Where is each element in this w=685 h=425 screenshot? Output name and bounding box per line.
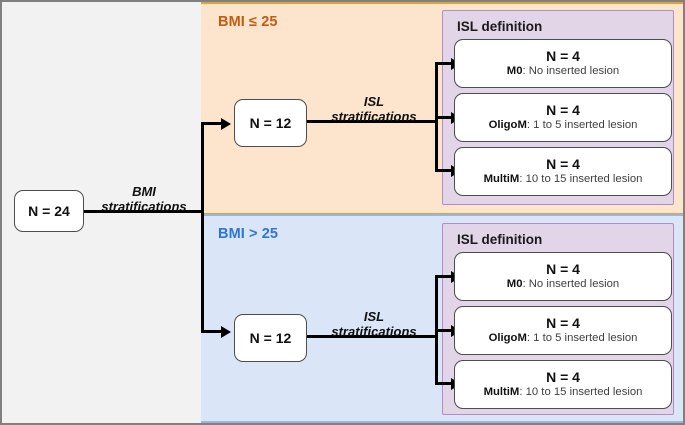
edge-isl-low-stem xyxy=(307,120,437,123)
edge-root-arm-high xyxy=(201,330,223,333)
node-bmi-low-count: N = 12 xyxy=(234,99,307,147)
edge-label-bmi-line1: BMI xyxy=(132,184,156,199)
leaf-category-label: M0 xyxy=(506,65,523,78)
leaf-category-label: OligoM xyxy=(488,119,527,132)
leaf-description: M0: No inserted lesion xyxy=(507,278,619,292)
edge-label-isl-low-line2: stratifications xyxy=(331,108,417,124)
leaf-count: N = 4 xyxy=(546,261,580,278)
leaf-node-bmi-low-multim: N = 4 MultiM: 10 to 15 inserted lesion xyxy=(454,147,672,196)
leaf-category-label: M0 xyxy=(506,278,523,291)
leaf-node-bmi-low-oligom: N = 4 OligoM: 1 to 5 inserted lesion xyxy=(454,93,672,142)
edge-label-isl-low-line1: ISL xyxy=(363,94,385,109)
node-total-cohort-count: N = 24 xyxy=(28,202,70,219)
edge-isl-low-arm-2 xyxy=(435,169,453,172)
node-bmi-high-count-value: N = 12 xyxy=(249,329,292,346)
isl-definition-title-high: ISL definition xyxy=(457,232,543,247)
leaf-category-text: : 10 to 15 inserted lesion xyxy=(519,386,643,399)
leaf-count: N = 4 xyxy=(546,156,580,173)
leaf-description: OligoM: 1 to 5 inserted lesion xyxy=(489,119,638,133)
edge-isl-high-arm-0 xyxy=(435,275,453,278)
leaf-description: OligoM: 1 to 5 inserted lesion xyxy=(489,332,638,346)
edge-root-trunk xyxy=(84,210,204,213)
heading-bmi-high: BMI > 25 xyxy=(218,226,279,242)
leaf-count: N = 4 xyxy=(546,369,580,386)
leaf-category-text: : No inserted lesion xyxy=(522,65,620,78)
edge-isl-low-arm-1 xyxy=(435,116,453,119)
edge-root-vertical xyxy=(201,122,204,332)
leaf-category-text: : 10 to 15 inserted lesion xyxy=(519,173,643,186)
leaf-node-bmi-low-m0: N = 4 M0: No inserted lesion xyxy=(454,39,672,88)
edge-label-isl-high-line2: stratifications xyxy=(331,323,417,339)
edge-label-bmi-line2: stratifications xyxy=(101,198,187,214)
edge-isl-high-stem xyxy=(307,335,437,338)
leaf-category-text: : 1 to 5 inserted lesion xyxy=(526,332,638,345)
edge-label-isl-high: ISL stratifications xyxy=(312,309,436,340)
edge-root-arm-low xyxy=(201,122,223,125)
leaf-description: MultiM: 10 to 15 inserted lesion xyxy=(484,386,643,400)
leaf-node-bmi-high-m0: N = 4 M0: No inserted lesion xyxy=(454,252,672,301)
node-bmi-high-count: N = 12 xyxy=(234,314,307,362)
leaf-count: N = 4 xyxy=(546,315,580,332)
arrowhead-icon-to-bmi-high xyxy=(221,325,231,338)
leaf-node-bmi-high-oligom: N = 4 OligoM: 1 to 5 inserted lesion xyxy=(454,306,672,355)
leaf-description: M0: No inserted lesion xyxy=(507,65,619,79)
arrowhead-icon-to-bmi-low xyxy=(221,117,231,130)
edge-label-isl-high-line1: ISL xyxy=(363,309,385,324)
leaf-count: N = 4 xyxy=(546,102,580,119)
edge-isl-high-arm-1 xyxy=(435,329,453,332)
leaf-count: N = 4 xyxy=(546,48,580,65)
isl-definition-title-low: ISL definition xyxy=(457,19,543,34)
leaf-category-text: : 1 to 5 inserted lesion xyxy=(526,119,638,132)
edge-isl-low-arm-0 xyxy=(435,62,453,65)
node-total-cohort: N = 24 xyxy=(14,190,84,232)
edge-label-isl-low: ISL stratifications xyxy=(312,94,436,125)
leaf-node-bmi-high-multim: N = 4 MultiM: 10 to 15 inserted lesion xyxy=(454,360,672,409)
leaf-category-label: MultiM xyxy=(483,173,520,186)
node-bmi-low-count-value: N = 12 xyxy=(249,114,292,131)
heading-bmi-low: BMI ≤ 25 xyxy=(218,14,278,30)
leaf-description: MultiM: 10 to 15 inserted lesion xyxy=(484,173,643,187)
leaf-category-text: : No inserted lesion xyxy=(522,278,620,291)
leaf-category-label: OligoM xyxy=(488,332,527,345)
edge-isl-high-arm-2 xyxy=(435,382,453,385)
leaf-category-label: MultiM xyxy=(483,386,520,399)
edge-label-bmi-stratifications: BMI stratifications xyxy=(88,184,200,215)
